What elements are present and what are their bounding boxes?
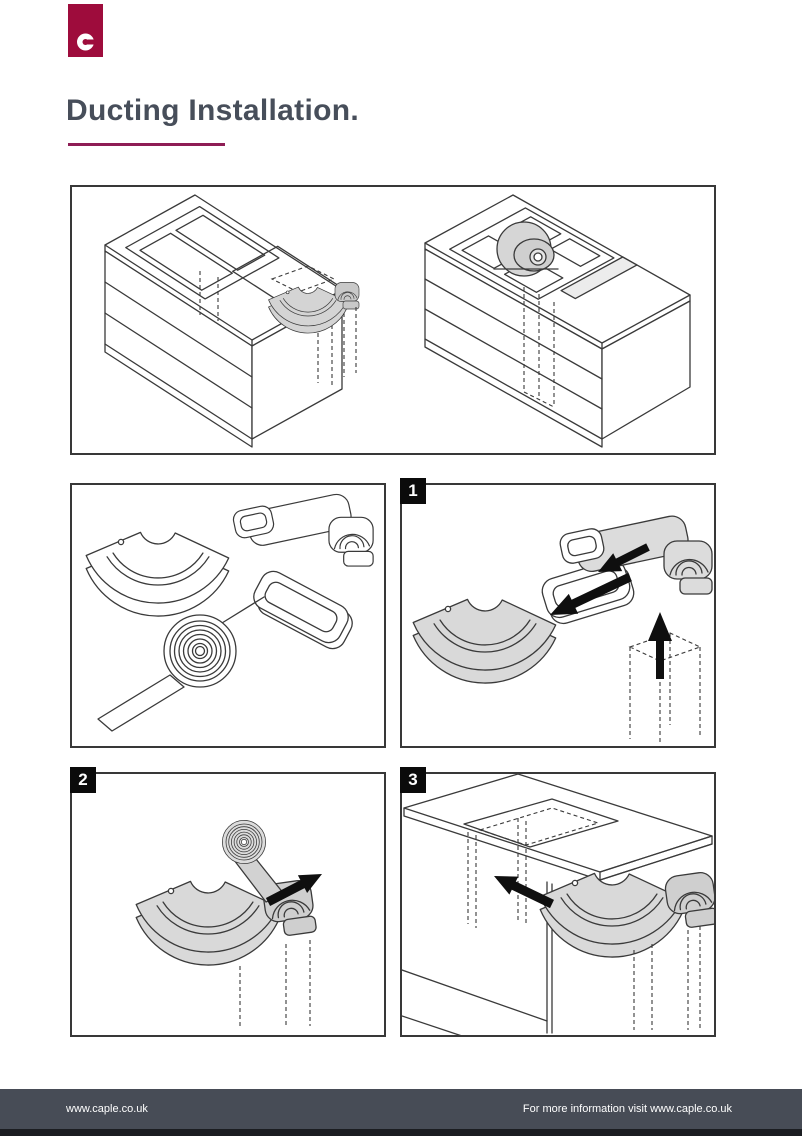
duct-elbow-component: [85, 531, 230, 617]
figure-step2-panel: 2: [70, 767, 386, 1037]
figure-overview-panel: [70, 185, 716, 455]
arrow-left-lower: [550, 572, 632, 615]
arrow-up-right: [265, 874, 322, 906]
arrow-left-upper: [598, 543, 650, 572]
caple-logo: [68, 4, 103, 57]
arrow-up-left: [494, 876, 554, 909]
step-badge-3: 3: [400, 767, 426, 793]
cabinet-overview-illustration: [104, 194, 691, 448]
step1-assembly-illustration: [412, 485, 714, 743]
step-badge-2: 2: [70, 767, 96, 793]
cabinet-left-illustration: [104, 194, 360, 448]
step3-install-illustration: [402, 774, 714, 1035]
figure-step3-panel: 3: [400, 767, 716, 1037]
title-underline: [68, 143, 225, 146]
duct-components-illustration: [85, 485, 384, 732]
caple-logo-mark: [77, 33, 97, 51]
sealing-tape-roll-component: [97, 596, 265, 732]
step2-taping-illustration: [135, 820, 322, 1026]
figure-components-panel: [70, 483, 386, 748]
downdraft-drum-illustration: [493, 221, 559, 277]
cabinet-right-illustration: [424, 194, 691, 448]
footer-right-info: For more information visit www.caple.co.…: [522, 1103, 732, 1115]
footer-bottom-strip: [0, 1129, 802, 1136]
cabinet-below: [402, 881, 553, 1035]
footer-bar: www.caple.co.uk For more information vis…: [0, 1089, 802, 1129]
gasket-component: [253, 570, 353, 650]
figure-step1-panel: 1: [400, 478, 716, 748]
footer-left-url: www.caple.co.uk: [66, 1103, 148, 1115]
channel-duct-component: [232, 492, 373, 566]
step-badge-1: 1: [400, 478, 426, 504]
arrow-up: [648, 612, 672, 679]
page-title: Ducting Installation.: [66, 94, 359, 127]
duct-elbow-step1: [412, 598, 557, 684]
